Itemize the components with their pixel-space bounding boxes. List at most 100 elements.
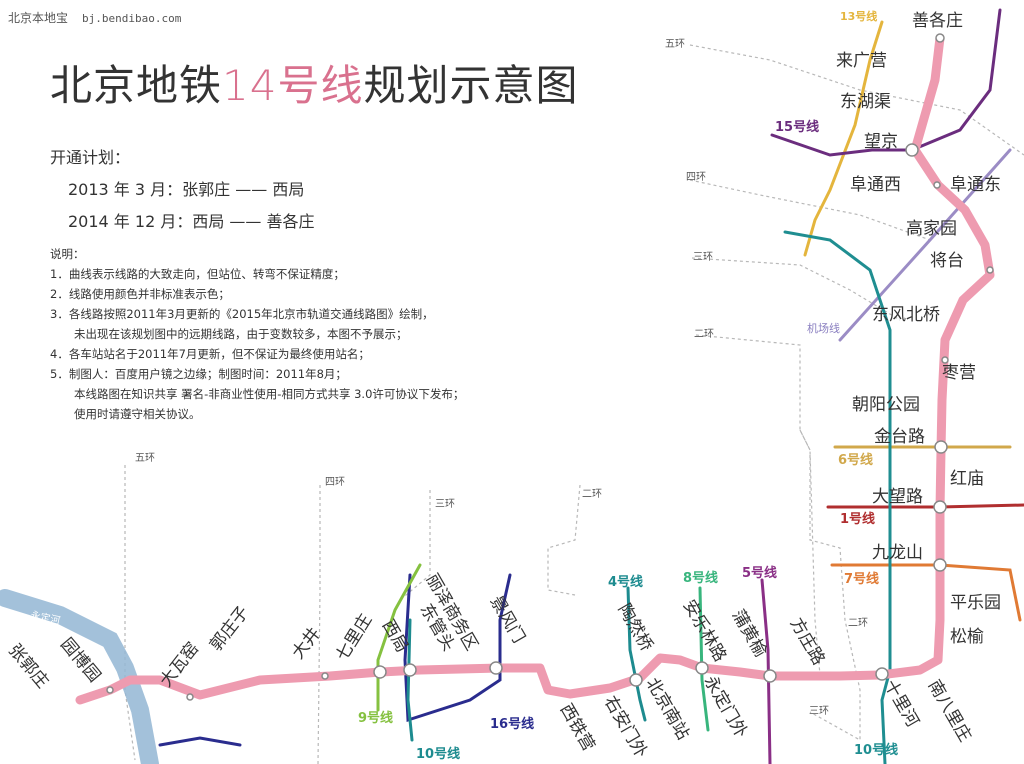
- note-item-4: 4．各车站站名于2011年7月更新，但不保证为最终使用站名；: [50, 347, 370, 361]
- schedule-heading: 开通计划：: [50, 148, 131, 167]
- ring-label-2-ne: 二环: [694, 329, 714, 340]
- line-label-16: 16号线: [490, 716, 534, 732]
- line-7-path: [830, 563, 1022, 622]
- ring-label-4-w: 四环: [325, 477, 345, 488]
- ring-4-east: [689, 179, 931, 241]
- station-dot-puhuangyu: [763, 669, 777, 683]
- ring-label-4-ne: 四环: [686, 172, 706, 183]
- station-dot-jiulongshan: [933, 558, 947, 572]
- station-dawanglu: 大望路: [872, 487, 923, 507]
- station-dongfengbeiqiao: 东风北桥: [872, 305, 940, 325]
- ring-label-5-ne: 五环: [665, 39, 685, 50]
- title-suffix: 规划示意图: [363, 61, 579, 110]
- ring-label-3-ne: 三环: [693, 252, 713, 263]
- station-guozhuangzi: 郭庄子: [206, 603, 253, 656]
- line-10-east-path: [783, 230, 892, 764]
- schedule-row-1: 2013 年 3 月：张郭庄 —— 西局: [68, 180, 305, 199]
- line-16-path: [158, 736, 242, 747]
- ring-3-west: [399, 490, 431, 601]
- line-label-6: 6号线: [838, 452, 873, 468]
- line-label-10-w: 10号线: [416, 746, 460, 762]
- station-dot-yuanboyuan: [106, 686, 114, 694]
- yongding-river: [0, 589, 159, 764]
- line-label-4: 4号线: [608, 574, 643, 590]
- station-jiangtai: 将台: [930, 251, 964, 271]
- line-9-path: [376, 563, 422, 712]
- line-label-15: 15号线: [775, 119, 819, 135]
- station-chaoyanggongyuan: 朝阳公园: [852, 395, 920, 415]
- station-beijingnanzhan: 北京南站: [642, 675, 693, 744]
- station-dot-zaoying: [941, 356, 949, 364]
- line-label-8: 8号线: [683, 570, 718, 586]
- station-dot-yongdingmenwai: [695, 661, 709, 675]
- station-laiguangying: 来广营: [836, 51, 887, 71]
- station-donghuqu: 东湖渠: [840, 92, 891, 112]
- ring-5-east: [689, 44, 1024, 156]
- station-pingleyuan: 平乐园: [950, 593, 1001, 613]
- station-zhangguozhuang: 张郭庄: [4, 640, 52, 692]
- ring-3-east: [691, 257, 901, 321]
- station-dot-dajing: [321, 672, 329, 680]
- station-dot-beijingnanzhan: [629, 673, 643, 687]
- station-qilizhuang: 七里庄: [332, 611, 376, 665]
- station-dot-jintailu: [934, 440, 948, 454]
- line-label-airport: 机场线: [807, 321, 840, 335]
- station-futongdong: 阜通东: [950, 175, 1001, 195]
- station-xitieying: 西铁营: [556, 701, 599, 755]
- line-label-13: 13号线: [840, 9, 877, 23]
- station-hongmiao: 红庙: [950, 469, 984, 489]
- note-item-1: 1．曲线表示线路的大致走向，但站位、转弯不保证精度；: [50, 267, 345, 281]
- station-dot-jingfengmen: [489, 661, 503, 675]
- station-dot-wangjing: [905, 143, 919, 157]
- station-shilihe: 十里河: [880, 677, 923, 731]
- ring-label-3-s: 三环: [809, 706, 829, 717]
- station-zaoying: 枣营: [942, 363, 976, 383]
- note-item-5-cont-1: 本线路图在知识共享 署名-非商业性使用-相同方式共享 3.0许可协议下发布；: [74, 387, 465, 401]
- station-wangjing: 望京: [864, 132, 898, 152]
- ring-2-east: [695, 334, 811, 451]
- ring-2-west: [547, 484, 581, 596]
- station-dot-jiangtai: [986, 266, 994, 274]
- schedule-row-2: 2014 年 12 月：西局 —— 善各庄: [68, 212, 315, 231]
- station-youanmenwai: 右安门外: [600, 693, 651, 762]
- line-label-5: 5号线: [742, 565, 777, 581]
- line-8-path: [698, 586, 710, 732]
- station-nanbalizhuang: 南八里庄: [924, 677, 975, 746]
- line-label-10-e: 10号线: [854, 742, 898, 758]
- station-markers: [106, 33, 994, 701]
- page-title: 北京地铁14号线规划示意图: [50, 60, 578, 112]
- ring-label-3-w: 三环: [435, 499, 455, 510]
- ring-label-2-w: 二环: [582, 489, 602, 500]
- station-songyu: 松榆: [950, 627, 984, 647]
- station-anlelinlu: 安乐林路: [679, 597, 730, 666]
- notes-section: 说明： 1．曲线表示线路的大致走向，但站位、转弯不保证精度； 2．线路使用颜色并…: [50, 244, 464, 424]
- opening-schedule: 开通计划： 2013 年 3 月：张郭庄 —— 西局 2014 年 12 月：西…: [50, 142, 315, 238]
- station-dot-dawayao: [186, 693, 194, 701]
- line-label-1: 1号线: [840, 511, 875, 527]
- station-jintailu: 金台路: [874, 427, 925, 447]
- source-site: 北京本地宝: [8, 11, 69, 25]
- note-item-2: 2．线路使用颜色并非标准表示色；: [50, 287, 230, 301]
- note-item-5: 5．制图人：百度用户镜之边缘；制图时间：2011年8月；: [50, 367, 347, 381]
- line-10-sw-path: [406, 618, 414, 742]
- line-5-path: [760, 578, 772, 764]
- line-10-west-path: [403, 573, 512, 723]
- title-prefix: 北京地铁: [50, 61, 223, 110]
- line-14-path: [75, 33, 995, 705]
- station-dot-qilizhuang: [373, 665, 387, 679]
- station-gaojiayuan: 高家园: [906, 219, 957, 239]
- station-dot-shangezhuang: [935, 33, 945, 43]
- note-item-3: 3．各线路按照2011年3月更新的《2015年北京市轨道交通线路图》绘制，: [50, 307, 434, 321]
- ring-label-5-w: 五环: [135, 453, 155, 464]
- ring-3-south: [809, 455, 861, 742]
- ring-label-2-se: 二环: [848, 618, 868, 629]
- station-fangzhuanglu: 方庄路: [786, 615, 829, 669]
- line-1-path: [826, 503, 1024, 509]
- note-item-5-cont-2: 使用时请遵守相关协议。: [74, 407, 201, 421]
- line-label-7: 7号线: [844, 571, 879, 587]
- station-dot-shilihe: [875, 667, 889, 681]
- station-dot-futong: [933, 181, 941, 189]
- note-item-3-cont: 未出现在该规划图中的远期线路，由于变数较多，本图不予展示；: [74, 327, 408, 341]
- station-dot-dawanglu: [933, 500, 947, 514]
